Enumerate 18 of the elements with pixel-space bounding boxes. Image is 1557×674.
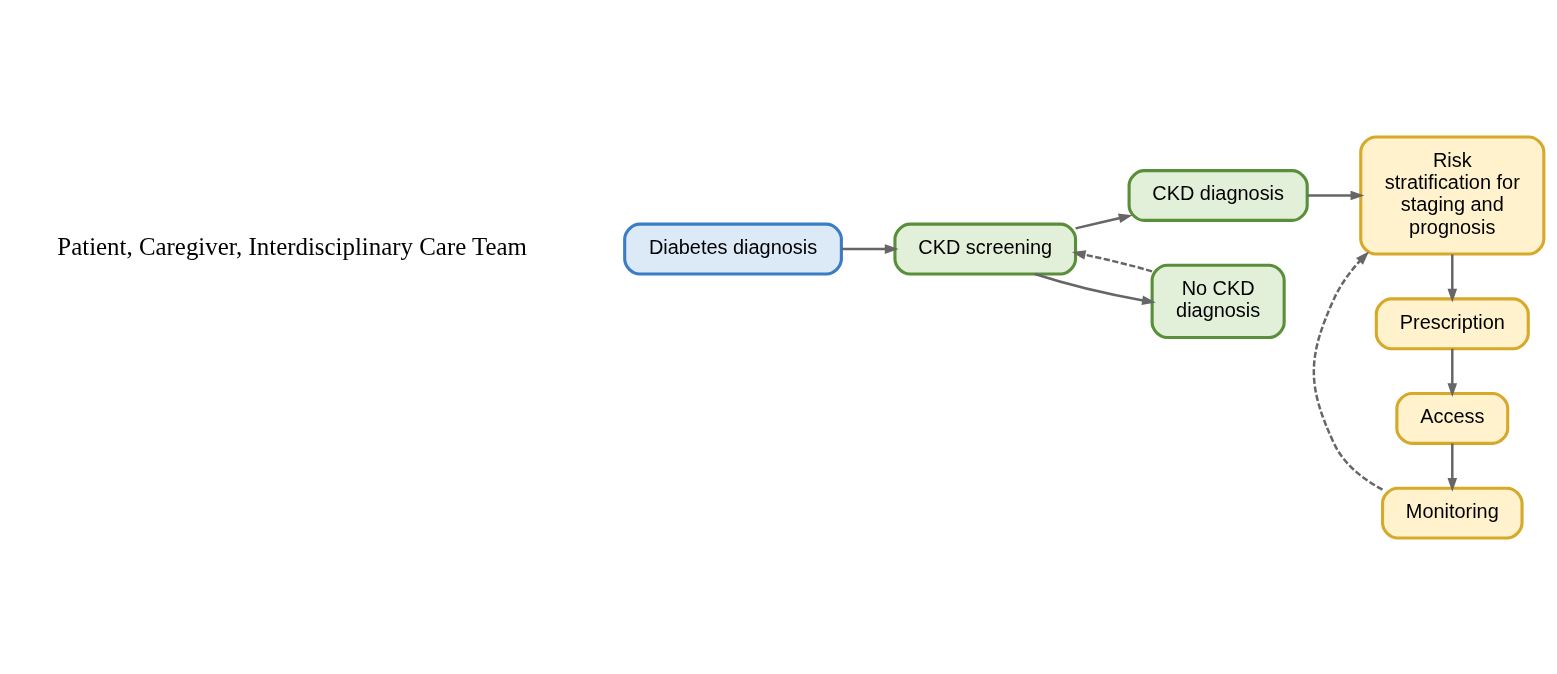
- node-box: CKD diagnosis: [1127, 168, 1309, 222]
- node-box: CKD screening: [893, 222, 1078, 276]
- arrow: [1447, 348, 1458, 397]
- arrow: [1075, 213, 1133, 230]
- arrow: [841, 243, 899, 254]
- node-box: Diabetes diagnosis: [623, 222, 843, 276]
- arrow: [1447, 442, 1458, 492]
- arrow: [1071, 249, 1153, 273]
- node-box: Risk stratification for staging and prognosis: [1359, 134, 1546, 256]
- arrow: [1312, 250, 1384, 491]
- node-box: Access: [1395, 391, 1510, 445]
- node-box: Prescription: [1374, 296, 1530, 350]
- node-box: No CKD diagnosis: [1150, 263, 1286, 339]
- node-box: Monitoring: [1381, 486, 1524, 540]
- label: Patient, Caregiver, Interdisciplinary Care Team: [57, 232, 527, 260]
- arrow: [1307, 190, 1365, 200]
- arrow: [1034, 272, 1156, 305]
- arrow: [1447, 253, 1458, 302]
